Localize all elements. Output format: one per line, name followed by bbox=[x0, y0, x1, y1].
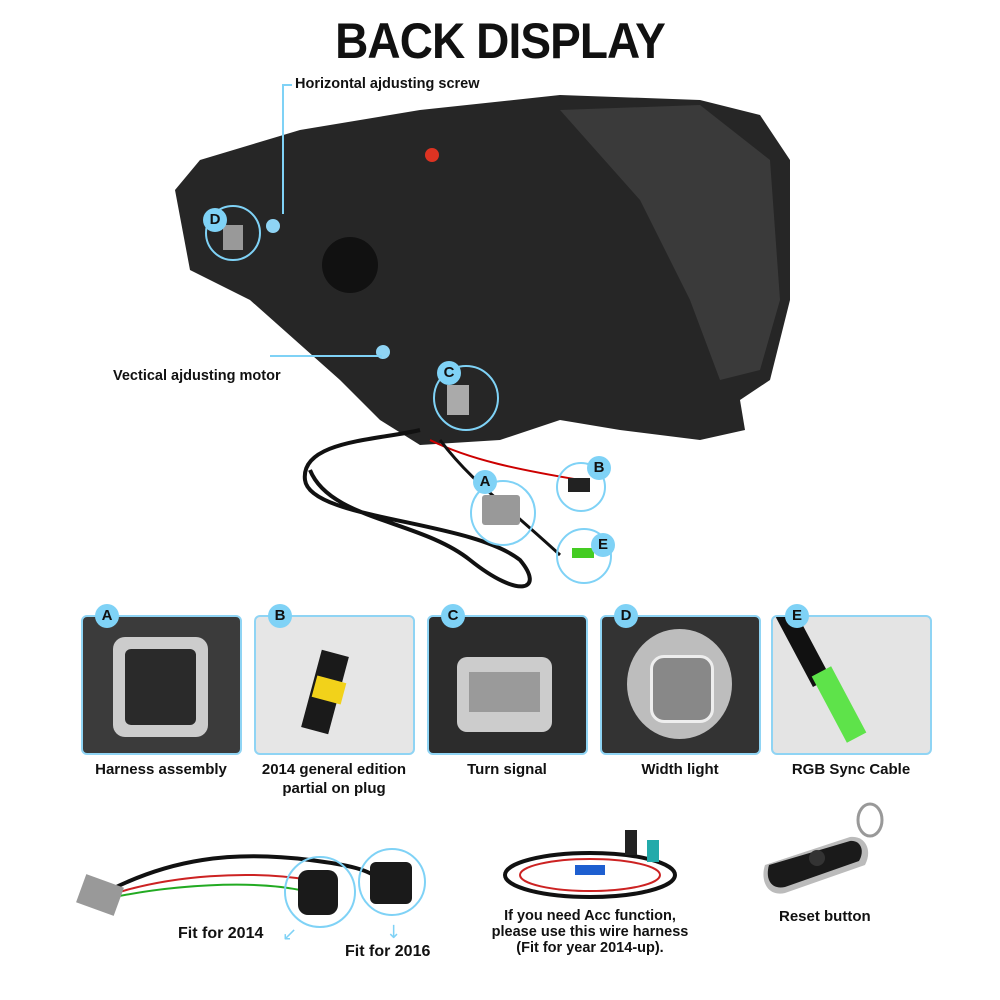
callout-line bbox=[282, 84, 292, 86]
acc-wire-harness-image bbox=[503, 830, 677, 899]
marker-d: D bbox=[203, 208, 227, 232]
caption-line-2: partial on plug bbox=[282, 780, 386, 797]
arrow-down-icon: ↓ bbox=[386, 922, 402, 943]
fit-2016-label: Fit for 2016 bbox=[345, 943, 431, 960]
marker-e: E bbox=[591, 533, 615, 557]
panel-badge-d: D bbox=[614, 604, 638, 628]
marker-ring-e bbox=[556, 528, 612, 584]
acc-note-line-1: If you need Acc function, bbox=[504, 908, 676, 924]
marker-b: B bbox=[587, 456, 611, 480]
page-title: BACK DISPLAY bbox=[335, 13, 666, 69]
remote-control-image bbox=[763, 802, 884, 894]
marker-ring-b bbox=[556, 462, 606, 512]
panel-rgb-sync-cable bbox=[771, 615, 932, 755]
marker-ring-d bbox=[205, 205, 261, 261]
callout-line bbox=[282, 84, 284, 214]
acc-note-line-3: (Fit for year 2014-up). bbox=[516, 940, 664, 956]
caption-turn-signal: Turn signal bbox=[467, 761, 547, 778]
marker-ring-a bbox=[470, 480, 536, 546]
reset-button-label: Reset button bbox=[779, 908, 871, 925]
panel-badge-e: E bbox=[785, 604, 809, 628]
caption-2014-plug: 2014 general edition partial on plug bbox=[244, 760, 424, 798]
caption-harness-assembly: Harness assembly bbox=[95, 761, 227, 778]
panel-badge-a: A bbox=[95, 604, 119, 628]
acc-note-line-2: please use this wire harness bbox=[491, 924, 689, 940]
panel-badge-c: C bbox=[441, 604, 465, 628]
callout-line bbox=[270, 355, 382, 357]
fit-2014-label: Fit for 2014 bbox=[178, 925, 264, 942]
panel-turn-signal bbox=[427, 615, 588, 755]
marker-ring-c bbox=[433, 365, 499, 431]
caption-width-light: Width light bbox=[641, 761, 719, 778]
adapter-harness-image bbox=[76, 848, 426, 928]
marker-a: A bbox=[473, 470, 497, 494]
panel-2014-plug bbox=[254, 615, 415, 755]
acc-note: If you need Acc function, please use thi… bbox=[460, 908, 720, 956]
marker-c: C bbox=[437, 361, 461, 385]
caption-line-1: 2014 general edition bbox=[261, 761, 407, 778]
arrow-left-icon: ↙ bbox=[282, 924, 298, 945]
panel-width-light bbox=[600, 615, 761, 755]
panel-badge-b: B bbox=[268, 604, 292, 628]
caption-rgb-sync-cable: RGB Sync Cable bbox=[791, 761, 911, 778]
panel-harness-assembly bbox=[81, 615, 242, 755]
horizontal-screw-label: Horizontal ajdusting screw bbox=[295, 76, 480, 92]
vertical-motor-label: Vectical ajdusting motor bbox=[113, 368, 281, 384]
